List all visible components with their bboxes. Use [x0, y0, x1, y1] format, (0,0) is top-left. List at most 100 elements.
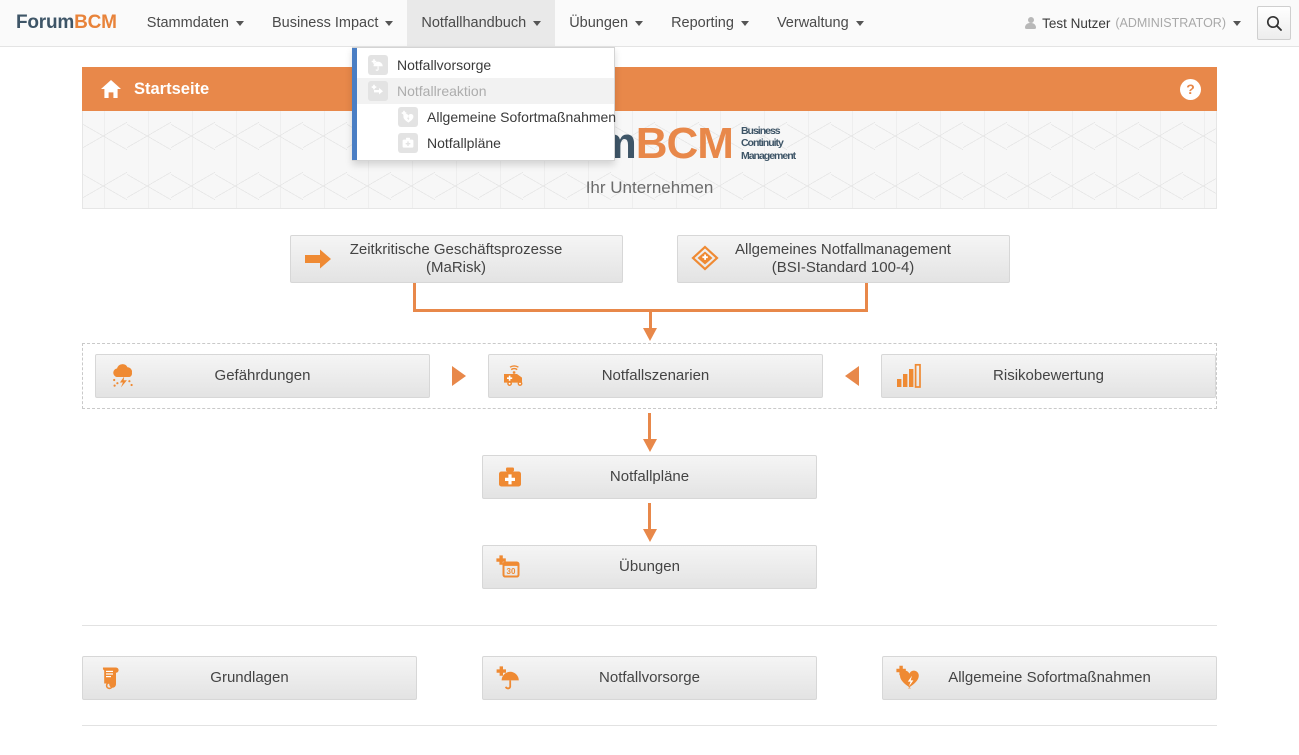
nav-item-label: Übungen	[569, 15, 628, 31]
chevron-down-icon	[385, 21, 393, 26]
help-icon[interactable]: ?	[1180, 79, 1201, 100]
flow-mid-row-2: 30 Übungen	[82, 545, 1217, 589]
search-icon	[1266, 15, 1283, 32]
tile-notfallplaene[interactable]: Notfallpläne	[482, 455, 817, 499]
home-icon	[100, 79, 122, 99]
storm-cloud-icon	[96, 363, 150, 389]
connector-right-stem	[865, 283, 868, 312]
user-icon	[1025, 17, 1036, 30]
tile-label: Risikobewertung	[936, 367, 1215, 385]
nav-item-reporting[interactable]: Reporting	[657, 0, 763, 46]
tile-label: Allgemeine Sofortmaßnahmen	[937, 669, 1216, 687]
tile-label: Gefährdungen	[150, 367, 429, 385]
chevron-down-icon	[856, 21, 864, 26]
user-menu[interactable]: Test Nutzer (ADMINISTRATOR)	[1025, 16, 1247, 31]
banner-logo-bcm: BCM	[636, 122, 733, 166]
spacer	[82, 700, 1217, 725]
dropdown-header-notfallreaktion: Notfallreaktion	[352, 78, 614, 104]
umbrella-plus-icon	[483, 665, 537, 691]
user-role: (ADMINISTRATOR)	[1115, 16, 1226, 30]
chevron-down-icon	[236, 21, 244, 26]
flow-mid-row-1: Notfallpläne	[82, 455, 1217, 499]
nav-item-label: Stammdaten	[147, 15, 229, 31]
bottom-tiles-row: Grundlagen Notfallvorsorge Allgemein	[82, 656, 1217, 700]
dropdown-item-label: Notfallvorsorge	[397, 57, 491, 73]
arrow-right-icon	[291, 248, 345, 270]
arrow-plus-icon	[368, 81, 388, 101]
chevron-down-icon	[635, 21, 643, 26]
nav-item-label: Notfallhandbuch	[421, 15, 526, 31]
book-diamond-icon	[678, 245, 732, 273]
banner-tagline: Business Continuity Management	[741, 125, 795, 163]
nav-item-label: Reporting	[671, 15, 734, 31]
chevron-down-icon	[741, 21, 749, 26]
section-divider-bottom	[82, 725, 1217, 726]
scroll-icon	[83, 665, 137, 691]
tile-notfallvorsorge[interactable]: Notfallvorsorge	[482, 656, 817, 700]
first-aid-kit-icon	[483, 464, 537, 490]
brand-text-forum: Forum	[16, 12, 74, 34]
app-banner: ForumBCM Business Continuity Management …	[82, 111, 1217, 209]
ambulance-icon	[489, 363, 543, 389]
tile-label-line-1: Zeitkritische Geschäftsprozesse	[350, 241, 563, 258]
tile-label: Notfallpläne	[537, 468, 816, 486]
tile-label: Übungen	[537, 558, 816, 576]
nav-item-verwaltung[interactable]: Verwaltung	[763, 0, 878, 46]
flow-arrow-down-2	[82, 499, 1217, 545]
tile-risikobewertung[interactable]: Risikobewertung	[881, 354, 1216, 398]
tile-label: Notfallszenarien	[543, 367, 822, 385]
dropdown-item-notfallvorsorge[interactable]: Notfallvorsorge	[352, 52, 614, 78]
spacer	[82, 589, 1217, 625]
heart-bolt-icon	[398, 107, 418, 127]
search-button[interactable]	[1257, 6, 1291, 40]
page-content: Startseite ? ForumBCM Business Continuit…	[0, 67, 1299, 726]
brand-text-bcm: BCM	[74, 12, 117, 34]
arrow-stem	[648, 503, 651, 529]
section-divider-top	[82, 625, 1217, 626]
arrow-head-icon	[643, 439, 657, 452]
tile-label: Notfallvorsorge	[537, 669, 816, 687]
calendar-plus-icon: 30	[483, 554, 537, 580]
tile-grundlagen[interactable]: Grundlagen	[82, 656, 417, 700]
triangle-right-icon	[452, 366, 466, 386]
page-header-bar: Startseite ?	[82, 67, 1217, 111]
user-name: Test Nutzer	[1042, 16, 1110, 31]
nav-item-business-impact[interactable]: Business Impact	[258, 0, 407, 46]
tile-gefaehrdungen[interactable]: Gefährdungen	[95, 354, 430, 398]
tile-notfallszenarien[interactable]: Notfallszenarien	[488, 354, 823, 398]
triangle-left-icon	[845, 366, 859, 386]
connector-horizontal-bar	[413, 309, 868, 312]
dropdown-item-label: Notfallpläne	[427, 135, 501, 151]
dropdown-item-allgemeine-sofortmassnahmen[interactable]: Allgemeine Sofortmaßnahmen	[352, 104, 614, 130]
tile-allgemeines-notfallmanagement[interactable]: Allgemeines Notfallmanagement (BSI-Stand…	[677, 235, 1010, 283]
tile-label-line-1: Allgemeines Notfallmanagement	[735, 241, 951, 258]
nav-item-label: Verwaltung	[777, 15, 849, 31]
svg-text:30: 30	[507, 567, 516, 576]
tile-label: Allgemeines Notfallmanagement (BSI-Stand…	[732, 241, 1009, 277]
arrow-head-icon	[643, 529, 657, 542]
heart-bolt-icon	[883, 665, 937, 691]
flow-arrow-down-1	[82, 409, 1217, 455]
tile-allgemeine-sofortmassnahmen[interactable]: Allgemeine Sofortmaßnahmen	[882, 656, 1217, 700]
brand-logo[interactable]: ForumBCM	[0, 0, 133, 46]
nav-item-uebungen[interactable]: Übungen	[555, 0, 657, 46]
nav-menu: Stammdaten Business Impact Notfallhandbu…	[133, 0, 878, 46]
first-aid-icon	[398, 133, 418, 153]
dropdown-item-notfallplaene[interactable]: Notfallpläne	[352, 130, 614, 156]
tile-label: Zeitkritische Geschäftsprozesse (MaRisk)	[345, 241, 622, 277]
banner-subtitle: Ihr Unternehmen	[586, 178, 714, 198]
tile-label-line-2: (BSI-Standard 100-4)	[772, 259, 915, 276]
nav-item-stammdaten[interactable]: Stammdaten	[133, 0, 258, 46]
tile-uebungen[interactable]: 30 Übungen	[482, 545, 817, 589]
connector-arrow-head-icon	[643, 328, 657, 341]
flow-bracket-connector	[82, 283, 1217, 343]
flow-top-row: Zeitkritische Geschäftsprozesse (MaRisk)…	[82, 235, 1217, 283]
notfallhandbuch-dropdown-menu: Notfallvorsorge Notfallreaktion Allgemei…	[352, 47, 615, 161]
tile-zeitkritische-geschaeftsprozesse[interactable]: Zeitkritische Geschäftsprozesse (MaRisk)	[290, 235, 623, 283]
tagline-line-3: Management	[741, 150, 795, 163]
arrow-stem	[648, 413, 651, 439]
page-title: Startseite	[134, 80, 209, 99]
navbar-right-section: Test Nutzer (ADMINISTRATOR)	[1025, 0, 1299, 46]
connector-left-stem	[413, 283, 416, 312]
nav-item-notfallhandbuch[interactable]: Notfallhandbuch	[407, 0, 555, 46]
